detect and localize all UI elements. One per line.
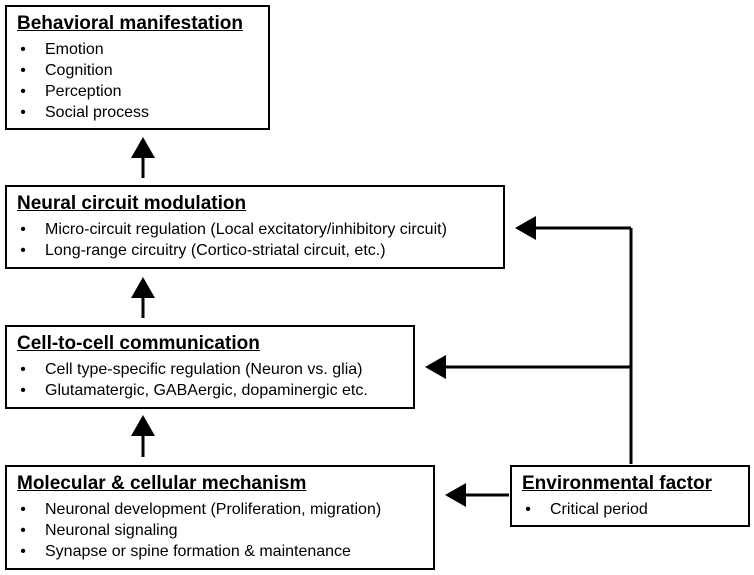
list-item: •Cell type-specific regulation (Neuron v… bbox=[17, 359, 403, 380]
bullet: • bbox=[20, 382, 26, 399]
bullet: • bbox=[20, 62, 26, 79]
behavioral-manifestation-title: Behavioral manifestation bbox=[17, 13, 243, 34]
behavioral-manifestation-box: Behavioral manifestation •Emotion •Cogni… bbox=[5, 5, 270, 130]
environmental-factor-title: Environmental factor bbox=[522, 473, 713, 494]
bullet: • bbox=[20, 543, 26, 560]
molecular-cellular-mechanism-list: •Neuronal development (Proliferation, mi… bbox=[17, 499, 423, 562]
bullet: • bbox=[20, 361, 26, 378]
bullet: • bbox=[20, 522, 26, 539]
bullet: • bbox=[20, 41, 26, 58]
behavioral-manifestation-list: •Emotion •Cognition •Perception •Social … bbox=[17, 39, 258, 123]
cell-to-cell-communication-list: •Cell type-specific regulation (Neuron v… bbox=[17, 359, 403, 401]
molecular-cellular-mechanism-title: Molecular & cellular mechanism bbox=[17, 473, 307, 494]
bullet: • bbox=[20, 221, 26, 238]
environmental-factor-box: Environmental factor •Critical period bbox=[510, 465, 750, 527]
list-item: •Critical period bbox=[522, 499, 738, 520]
cell-to-cell-communication-box: Cell-to-cell communication •Cell type-sp… bbox=[5, 325, 415, 409]
list-item: •Synapse or spine formation & maintenanc… bbox=[17, 541, 423, 562]
neural-circuit-modulation-box: Neural circuit modulation •Micro-circuit… bbox=[5, 185, 505, 269]
list-item: •Neuronal signaling bbox=[17, 520, 423, 541]
bullet: • bbox=[20, 104, 26, 121]
molecular-cellular-mechanism-box: Molecular & cellular mechanism •Neuronal… bbox=[5, 465, 435, 570]
list-item: •Emotion bbox=[17, 39, 258, 60]
list-item: •Long-range circuitry (Cortico-striatal … bbox=[17, 240, 493, 261]
environmental-factor-list: •Critical period bbox=[522, 499, 738, 520]
neural-circuit-modulation-list: •Micro-circuit regulation (Local excitat… bbox=[17, 219, 493, 261]
list-item: •Social process bbox=[17, 102, 258, 123]
list-item: •Perception bbox=[17, 81, 258, 102]
list-item: •Glutamatergic, GABAergic, dopaminergic … bbox=[17, 380, 403, 401]
cell-to-cell-communication-title: Cell-to-cell communication bbox=[17, 333, 260, 354]
bullet: • bbox=[20, 83, 26, 100]
bullet: • bbox=[20, 501, 26, 518]
neural-circuit-modulation-title: Neural circuit modulation bbox=[17, 193, 247, 214]
list-item: •Neuronal development (Proliferation, mi… bbox=[17, 499, 423, 520]
bullet: • bbox=[525, 501, 531, 518]
list-item: •Cognition bbox=[17, 60, 258, 81]
bullet: • bbox=[20, 242, 26, 259]
list-item: •Micro-circuit regulation (Local excitat… bbox=[17, 219, 493, 240]
